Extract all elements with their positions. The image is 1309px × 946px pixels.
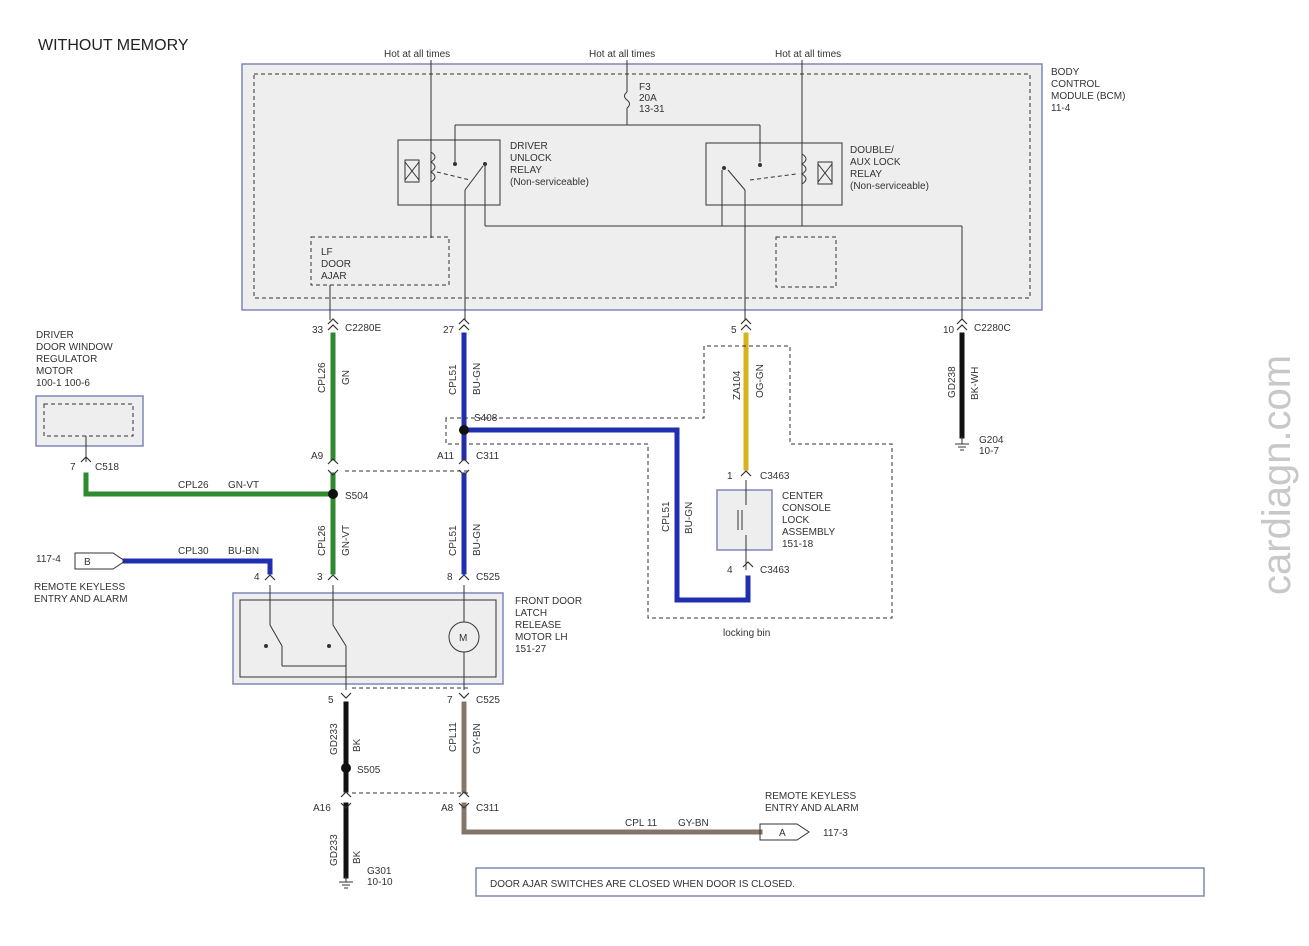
driver-unlock-relay-label: DRIVER UNLOCK RELAY (Non-serviceable) xyxy=(510,141,589,188)
svg-text:GD233: GD233 xyxy=(329,723,340,755)
double-aux-lock-relay xyxy=(705,142,843,206)
front-latch-label: FRONT DOOR LATCH RELEASE MOTOR LH 151-27 xyxy=(515,596,585,655)
ground-g204 xyxy=(955,436,969,451)
splice-s504 xyxy=(328,489,338,499)
pin-a11: A11 xyxy=(437,451,454,462)
note-box xyxy=(475,867,1205,897)
remote-a-ref: 117-3 xyxy=(823,828,848,839)
ground-g204-label: G204 10-7 xyxy=(979,435,1006,457)
remote-a-connector xyxy=(759,823,810,841)
remote-b-label: REMOTE KEYLESS ENTRY AND ALARM xyxy=(34,582,128,605)
svg-text:BK-WH: BK-WH xyxy=(970,367,981,400)
svg-text:OG-GN: OG-GN xyxy=(755,364,766,398)
double-aux-lock-relay-label: DOUBLE/ AUX LOCK RELAY (Non-serviceable) xyxy=(850,145,929,192)
aux-dashed-box xyxy=(775,236,837,288)
hot-label-3: Hot at all times xyxy=(775,49,841,60)
connector-c2280c: C2280C xyxy=(974,323,1011,334)
svg-text:BU-GN: BU-GN xyxy=(472,524,483,556)
svg-text:CPL51: CPL51 xyxy=(448,525,459,556)
svg-text:BK: BK xyxy=(352,850,363,864)
window-motor-label: DRIVER DOOR WINDOW REGULATOR MOTOR 100-1… xyxy=(36,330,115,389)
locking-bin-label: locking bin xyxy=(723,628,770,639)
pin-3-c525: 3 xyxy=(317,572,323,583)
splice-s505 xyxy=(341,763,351,773)
connector-c518: C518 xyxy=(95,462,119,473)
svg-text:CPL30: CPL30 xyxy=(178,546,209,557)
pin-a16: A16 xyxy=(313,803,331,814)
svg-text:CPL26: CPL26 xyxy=(178,480,209,491)
pin-1-c3463: 1 xyxy=(727,471,733,482)
center-console-label: CENTER CONSOLE LOCK ASSEMBLY 151-18 xyxy=(782,491,838,550)
pin-10: 10 xyxy=(943,325,955,336)
bcm-label: BODY CONTROL MODULE (BCM) 11-4 xyxy=(1051,67,1128,114)
connector-markers xyxy=(80,318,968,809)
svg-text:GY-BN: GY-BN xyxy=(678,818,709,829)
remote-b-connector xyxy=(74,552,126,570)
driver-unlock-relay xyxy=(397,139,501,206)
hot-label-2: Hot at all times xyxy=(589,49,655,60)
pin-33: 33 xyxy=(312,325,324,336)
svg-text:GN: GN xyxy=(341,370,352,385)
ground-g301-label: G301 10-10 xyxy=(367,866,394,888)
connector-c3463-bottom: C3463 xyxy=(760,565,790,576)
front-door-latch-motor: M xyxy=(232,585,504,690)
pin-7-c525: 7 xyxy=(447,695,453,706)
remote-a-letter: A xyxy=(779,828,786,839)
pin-27: 27 xyxy=(443,325,455,336)
center-console-lock-box xyxy=(716,489,773,551)
svg-text:CPL51: CPL51 xyxy=(448,364,459,395)
pin-4-c3463: 4 xyxy=(727,565,733,576)
svg-text:GD233: GD233 xyxy=(329,834,340,866)
splice-s505-label: S505 xyxy=(357,765,381,776)
watermark: cardiagn.com xyxy=(1255,355,1299,595)
motor-symbol: M xyxy=(459,633,467,644)
remote-b-ref: 117-4 xyxy=(36,554,61,565)
splice-s504-label: S504 xyxy=(345,491,369,502)
bcm-module: BODY CONTROL MODULE (BCM) 11-4 xyxy=(241,63,1128,311)
pin-8-c525: 8 xyxy=(447,572,453,583)
connector-c3463-top: C3463 xyxy=(760,471,790,482)
svg-text:GD238: GD238 xyxy=(947,366,958,398)
pin-5-bcm: 5 xyxy=(731,325,737,336)
remote-a-label: REMOTE KEYLESS ENTRY AND ALARM xyxy=(765,791,859,814)
svg-text:GN-VT: GN-VT xyxy=(228,480,259,491)
pin-a8: A8 xyxy=(441,803,454,814)
pin-5-c525: 5 xyxy=(328,695,334,706)
svg-text:BU-BN: BU-BN xyxy=(228,546,259,557)
pin-4-c525: 4 xyxy=(254,572,260,583)
svg-text:BK: BK xyxy=(352,738,363,752)
connector-c311-bottom: C311 xyxy=(476,803,500,814)
svg-text:CPL 11: CPL 11 xyxy=(625,818,658,829)
svg-text:CPL51: CPL51 xyxy=(661,501,672,532)
svg-text:CPL26: CPL26 xyxy=(317,525,328,556)
svg-text:BU-GN: BU-GN xyxy=(472,363,483,395)
svg-text:BU-GN: BU-GN xyxy=(684,502,695,534)
locking-bin-outline xyxy=(445,345,893,619)
fuse-f3-label: F3 20A 13-31 xyxy=(639,82,665,115)
connector-c2280e: C2280E xyxy=(345,323,381,334)
pin-a9: A9 xyxy=(311,451,324,462)
svg-text:GN-VT: GN-VT xyxy=(341,525,352,556)
lf-door-ajar-box xyxy=(310,236,450,286)
diagram-title: WITHOUT MEMORY xyxy=(38,37,189,54)
wires xyxy=(83,332,965,879)
connector-c311-top: C311 xyxy=(476,451,500,462)
pin-7-c518: 7 xyxy=(70,462,76,473)
svg-text:GY-BN: GY-BN xyxy=(472,723,483,754)
splice-s408 xyxy=(459,425,469,435)
hot-label-1: Hot at all times xyxy=(384,49,450,60)
remote-b-letter: B xyxy=(84,557,91,568)
ground-g301 xyxy=(339,876,353,889)
connector-c525-top: C525 xyxy=(476,572,500,583)
lf-door-ajar-label: LF DOOR AJAR xyxy=(321,247,354,282)
wire-labels: CPL26 GN CPL51 BU-GN ZA104 OG-GN GD238 B… xyxy=(178,362,981,866)
connector-c525-bottom: C525 xyxy=(476,695,500,706)
svg-text:CPL26: CPL26 xyxy=(317,362,328,393)
note-text: DOOR AJAR SWITCHES ARE CLOSED WHEN DOOR … xyxy=(490,879,795,890)
svg-text:CPL11: CPL11 xyxy=(448,722,459,752)
svg-text:ZA104: ZA104 xyxy=(732,370,743,400)
